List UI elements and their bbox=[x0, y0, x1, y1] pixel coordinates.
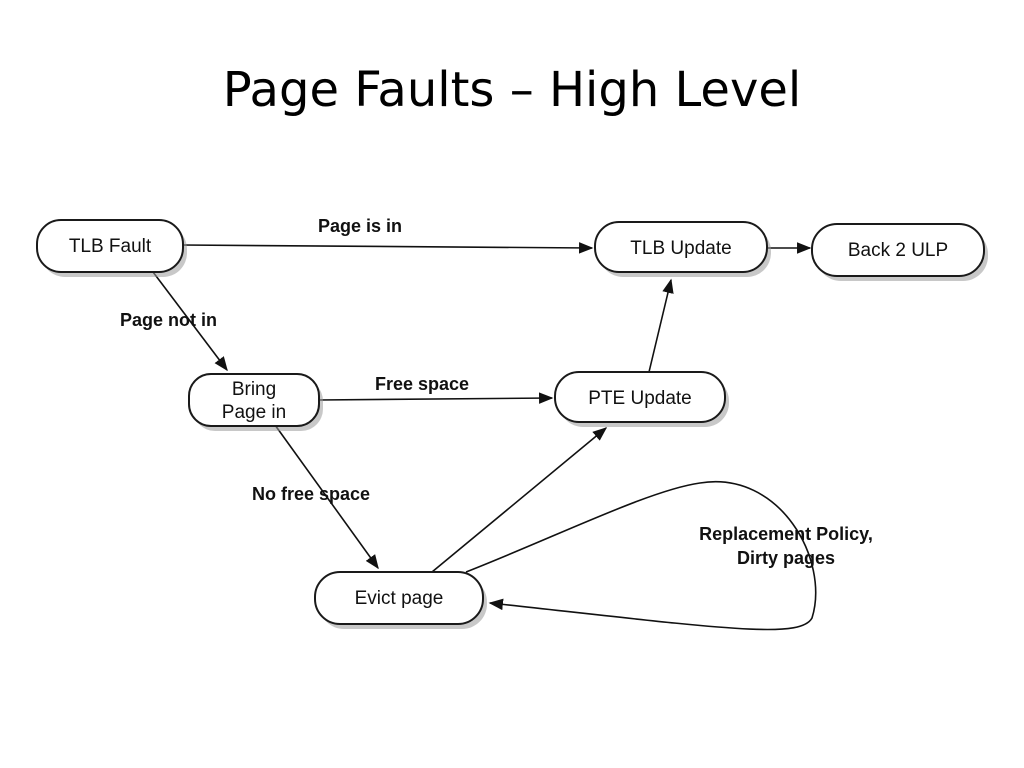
node-bring-page-in-label-line1: Bring bbox=[232, 379, 276, 400]
edge-label-no-free-space: No free space bbox=[252, 484, 370, 504]
edge-label-page-is-in: Page is in bbox=[318, 216, 402, 236]
edge-label-replacement-line1: Replacement Policy, bbox=[699, 524, 873, 544]
edge-pte-update-to-tlb-update bbox=[648, 278, 674, 373]
edge-tlb-fault-to-bring-page-in bbox=[149, 267, 228, 372]
edge-label-free-space: Free space bbox=[375, 374, 469, 394]
node-tlb-fault: TLB Fault bbox=[36, 219, 187, 277]
node-pte-update-label: PTE Update bbox=[588, 388, 692, 409]
edge-evict-page-self-loop bbox=[465, 480, 817, 631]
edge-label-replacement-line2: Dirty pages bbox=[737, 548, 835, 568]
node-tlb-update-label: TLB Update bbox=[630, 238, 731, 259]
node-evict-page: Evict page bbox=[314, 571, 487, 629]
edge-tlb-fault-to-tlb-update bbox=[181, 242, 594, 254]
edges bbox=[149, 242, 817, 631]
node-tlb-update: TLB Update bbox=[594, 221, 771, 277]
node-tlb-fault-label: TLB Fault bbox=[69, 236, 152, 257]
edge-label-page-not-in: Page not in bbox=[120, 310, 217, 330]
node-bring-page-in: Bring Page in bbox=[188, 373, 323, 431]
node-bring-page-in-label-line2: Page in bbox=[222, 402, 286, 423]
node-pte-update: PTE Update bbox=[554, 371, 729, 427]
edge-bring-page-in-to-pte-update bbox=[317, 392, 554, 404]
node-back-2-ulp-label: Back 2 ULP bbox=[848, 240, 948, 261]
node-evict-page-label: Evict page bbox=[355, 588, 444, 609]
node-back-2-ulp: Back 2 ULP bbox=[811, 223, 988, 281]
slide-title: Page Faults – High Level bbox=[222, 62, 802, 118]
edge-evict-page-to-pte-update bbox=[431, 427, 608, 573]
edge-bring-page-in-to-evict-page bbox=[274, 424, 379, 570]
